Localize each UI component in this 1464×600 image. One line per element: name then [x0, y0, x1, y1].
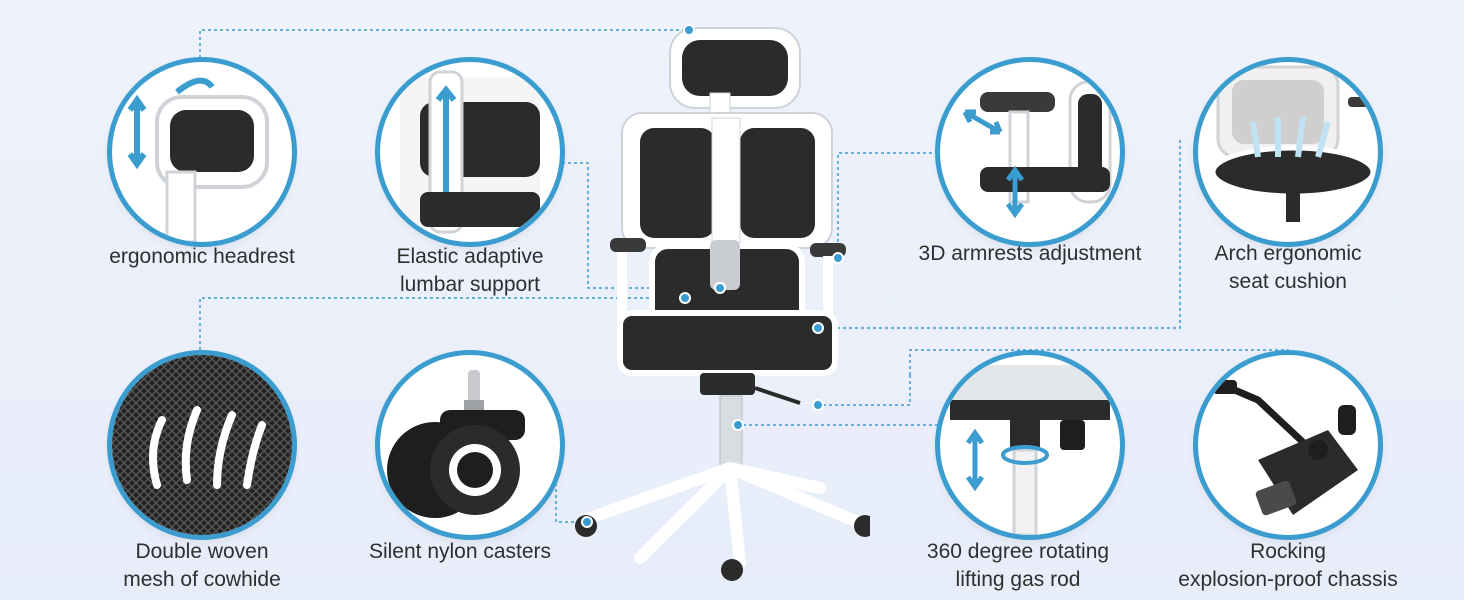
caption-line: mesh of cowhide [123, 568, 281, 591]
caption-line: explosion-proof chassis [1178, 568, 1398, 591]
caption-line: Double woven [135, 540, 269, 563]
hotspot-chassis [812, 399, 824, 411]
caption-lumbar: Elastic adaptive lumbar support [340, 243, 600, 299]
caption-gasrod: 360 degree rotating lifting gas rod [888, 538, 1148, 594]
lumbar-support-icon [380, 62, 560, 242]
caption-seat: Arch ergonomic seat cushion [1158, 240, 1418, 296]
hotspot-casters [581, 516, 593, 528]
hotspot-gas-rod [732, 419, 744, 431]
chair-illustration [575, 27, 870, 581]
armrest-icon [940, 62, 1120, 242]
caption-line: Arch ergonomic [1214, 242, 1362, 265]
caster-icon [380, 355, 560, 535]
caption-casters: Silent nylon casters [330, 538, 590, 566]
mesh-icon [112, 355, 292, 535]
hotspot-headrest [683, 24, 695, 36]
caption-line: 360 degree rotating [926, 540, 1110, 563]
headrest-icon [112, 62, 292, 242]
hotspot-seat [812, 322, 824, 334]
caption-line: seat cushion [1229, 270, 1347, 293]
caption-armrests: 3D armrests adjustment [890, 240, 1170, 268]
hotspot-lumbar [714, 282, 726, 294]
office-chair-image [560, 18, 870, 588]
hotspot-armrests [832, 252, 844, 264]
caption-line: 3D armrests adjustment [918, 242, 1142, 265]
caption-line: Rocking [1250, 540, 1326, 563]
chassis-icon [1198, 355, 1378, 535]
caption-line: ergonomic headrest [109, 245, 295, 268]
caption-chassis: Rocking explosion-proof chassis [1148, 538, 1428, 594]
seat-cushion-icon [1198, 62, 1378, 242]
caption-line: Elastic adaptive [396, 245, 544, 268]
gas-rod-icon [940, 355, 1120, 535]
caption-mesh: Double woven mesh of cowhide [72, 538, 332, 594]
caption-line: lumbar support [399, 273, 541, 296]
caption-line: Silent nylon casters [368, 540, 552, 563]
caption-line: lifting gas rod [955, 568, 1081, 591]
hotspot-mesh [679, 292, 691, 304]
caption-headrest: ergonomic headrest [72, 243, 332, 271]
